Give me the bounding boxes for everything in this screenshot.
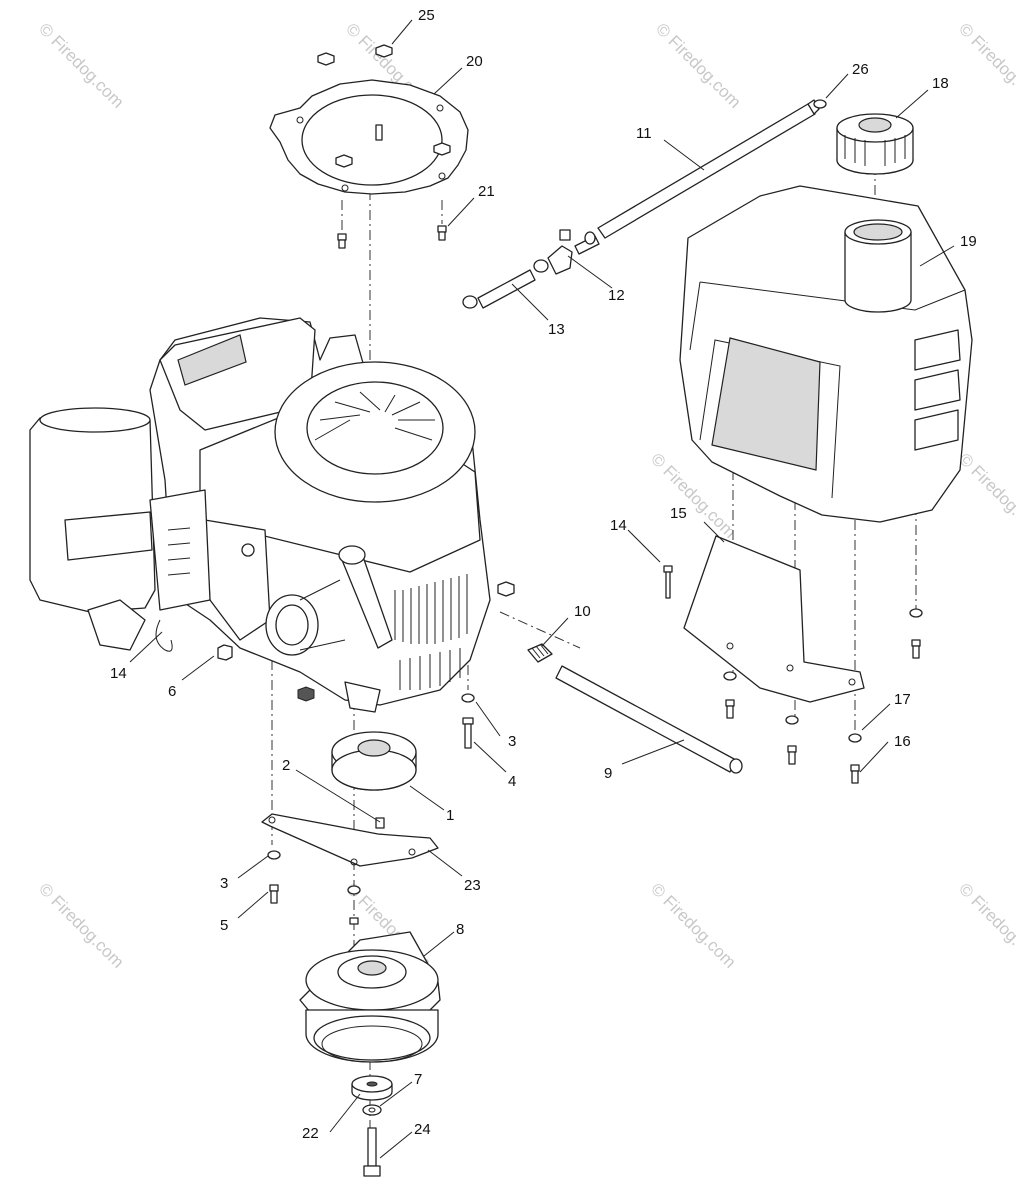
tank-bracket	[683, 535, 865, 703]
tank-hardware	[663, 565, 923, 784]
callout-14b: 14	[610, 517, 627, 534]
callout-25: 25	[418, 7, 435, 24]
callout-14: 14	[110, 665, 127, 682]
callout-4: 4	[508, 773, 516, 790]
cable-and-fitting	[461, 643, 743, 774]
callout-9: 9	[604, 765, 612, 782]
callout-6: 6	[168, 683, 176, 700]
watermark: © Firedog.com	[955, 449, 1016, 541]
callout-3: 3	[508, 733, 516, 750]
pulley	[331, 731, 417, 829]
watermark: © Firedog.com	[955, 19, 1016, 111]
callout-21: 21	[478, 183, 495, 200]
leader-lines	[129, 19, 955, 1159]
callout-13: 13	[548, 321, 565, 338]
callout-18: 18	[932, 75, 949, 92]
callout-10: 10	[574, 603, 591, 620]
fuel-line-assembly	[462, 99, 827, 309]
engine	[149, 317, 515, 713]
watermark: © Firedog.com	[955, 879, 1016, 971]
fuel-tank	[679, 185, 973, 523]
air-cleaner	[29, 407, 211, 652]
callout-12: 12	[608, 287, 625, 304]
clutch-bracket	[261, 813, 439, 867]
bracket-hardware	[267, 850, 361, 925]
callout-20: 20	[466, 53, 483, 70]
bolt-21	[337, 225, 447, 249]
callout-2: 2	[282, 757, 290, 774]
callout-7: 7	[414, 1071, 422, 1088]
electric-clutch	[299, 931, 441, 1063]
callout-22: 22	[302, 1125, 319, 1142]
callout-5: 5	[220, 917, 228, 934]
callout-17: 17	[894, 691, 911, 708]
callout-8: 8	[456, 921, 464, 938]
callout-1: 1	[446, 807, 454, 824]
watermark: © Firedog.com	[652, 19, 744, 111]
watermark: © Firedog.com	[35, 19, 127, 111]
callout-labels: 25 20 21 26 18 11 12 13 19 14 6 15 10 3 …	[110, 7, 977, 1142]
shroud-plate	[269, 79, 469, 195]
watermark: © Firedog.com	[35, 879, 127, 971]
callout-11: 11	[636, 125, 652, 142]
watermark: © Firedog.com	[647, 879, 739, 971]
fuel-cap	[836, 113, 914, 175]
callout-16: 16	[894, 733, 911, 750]
nut-25	[317, 44, 451, 168]
callout-19: 19	[960, 233, 977, 250]
callout-23: 23	[464, 877, 481, 894]
callout-24: 24	[414, 1121, 431, 1138]
clutch-hardware	[351, 1075, 393, 1177]
callout-26: 26	[852, 61, 869, 78]
callout-3b: 3	[220, 875, 228, 892]
callout-15: 15	[670, 505, 687, 522]
